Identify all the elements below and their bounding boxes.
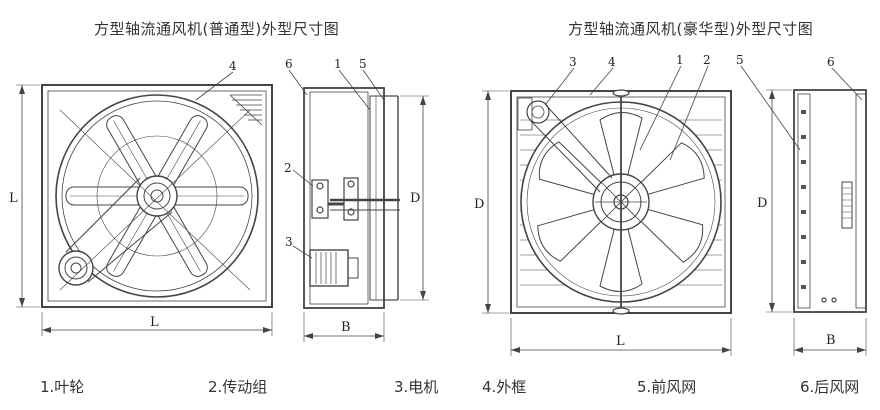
callout-1-left: 1 [334, 57, 342, 71]
callout-4-left: 4 [229, 59, 237, 73]
callout-2-left: 2 [284, 161, 292, 175]
standard-side-view: 6 1 5 2 3 D B [284, 57, 429, 342]
legend-impeller: 1.叶轮 [40, 378, 85, 396]
dim-left-front-height: L [9, 191, 18, 206]
dim-left-side-width: B [341, 320, 351, 335]
legend-outer-frame: 4.外框 [482, 378, 527, 396]
callout-4-right: 4 [608, 55, 616, 69]
dim-right-front-width: L [616, 334, 625, 349]
callout-1-right: 1 [676, 53, 684, 67]
title-standard-fan: 方型轴流通风机(普通型)外型尺寸图 [94, 20, 340, 38]
legend-front-grille: 5.前风网 [637, 378, 697, 396]
callout-3-right: 3 [569, 55, 577, 69]
dim-right-side-width: B [826, 333, 836, 348]
title-deluxe-fan: 方型轴流通风机(豪华型)外型尺寸图 [568, 20, 814, 38]
callout-6-right: 6 [827, 55, 835, 69]
callout-5-left: 5 [359, 57, 367, 71]
legend-drive-assembly: 2.传动组 [208, 378, 268, 396]
dim-right-side-height: D [757, 196, 767, 211]
dim-right-front-height: D [474, 197, 484, 212]
dim-left-side-height: D [410, 191, 420, 206]
deluxe-side-view: 6 D B [757, 55, 867, 356]
deluxe-front-view: 3 4 1 2 5 D L [474, 53, 801, 356]
callout-5-right: 5 [736, 53, 744, 67]
standard-front-view: 4 L L [9, 59, 273, 336]
legend-rear-grille: 6.后风网 [800, 378, 860, 396]
callout-3-left: 3 [285, 235, 293, 249]
legend-motor: 3.电机 [394, 378, 439, 396]
callout-6-left: 6 [285, 57, 293, 71]
dim-left-front-width: L [150, 315, 159, 330]
callout-2-right: 2 [703, 53, 711, 67]
